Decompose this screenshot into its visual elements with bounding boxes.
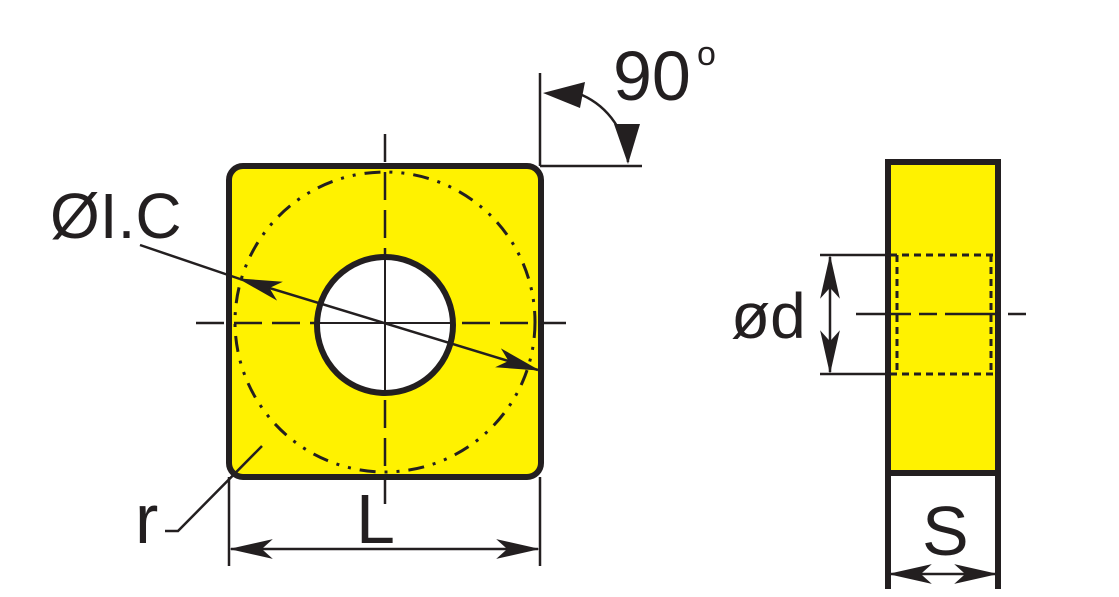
corner-radius-label: r	[135, 480, 158, 558]
ic-leader-line	[139, 243, 241, 281]
angle-arrow-top	[543, 82, 585, 108]
insert-side-body	[888, 161, 998, 473]
insert-front-view	[139, 73, 642, 566]
hole-diameter-label: ød	[731, 280, 806, 352]
edge-length-label: L	[356, 480, 395, 558]
insert-side-view	[820, 159, 1032, 589]
thickness-label: S	[922, 492, 969, 570]
ic-dimension-line	[237, 277, 541, 372]
angle-arrow-bottom	[614, 124, 640, 164]
inscribed-circle-label: ØI.C	[50, 180, 182, 252]
radius-leader-line	[165, 445, 263, 533]
angle-unit-label: o	[697, 35, 716, 73]
angle-value-label: 90	[613, 37, 691, 115]
